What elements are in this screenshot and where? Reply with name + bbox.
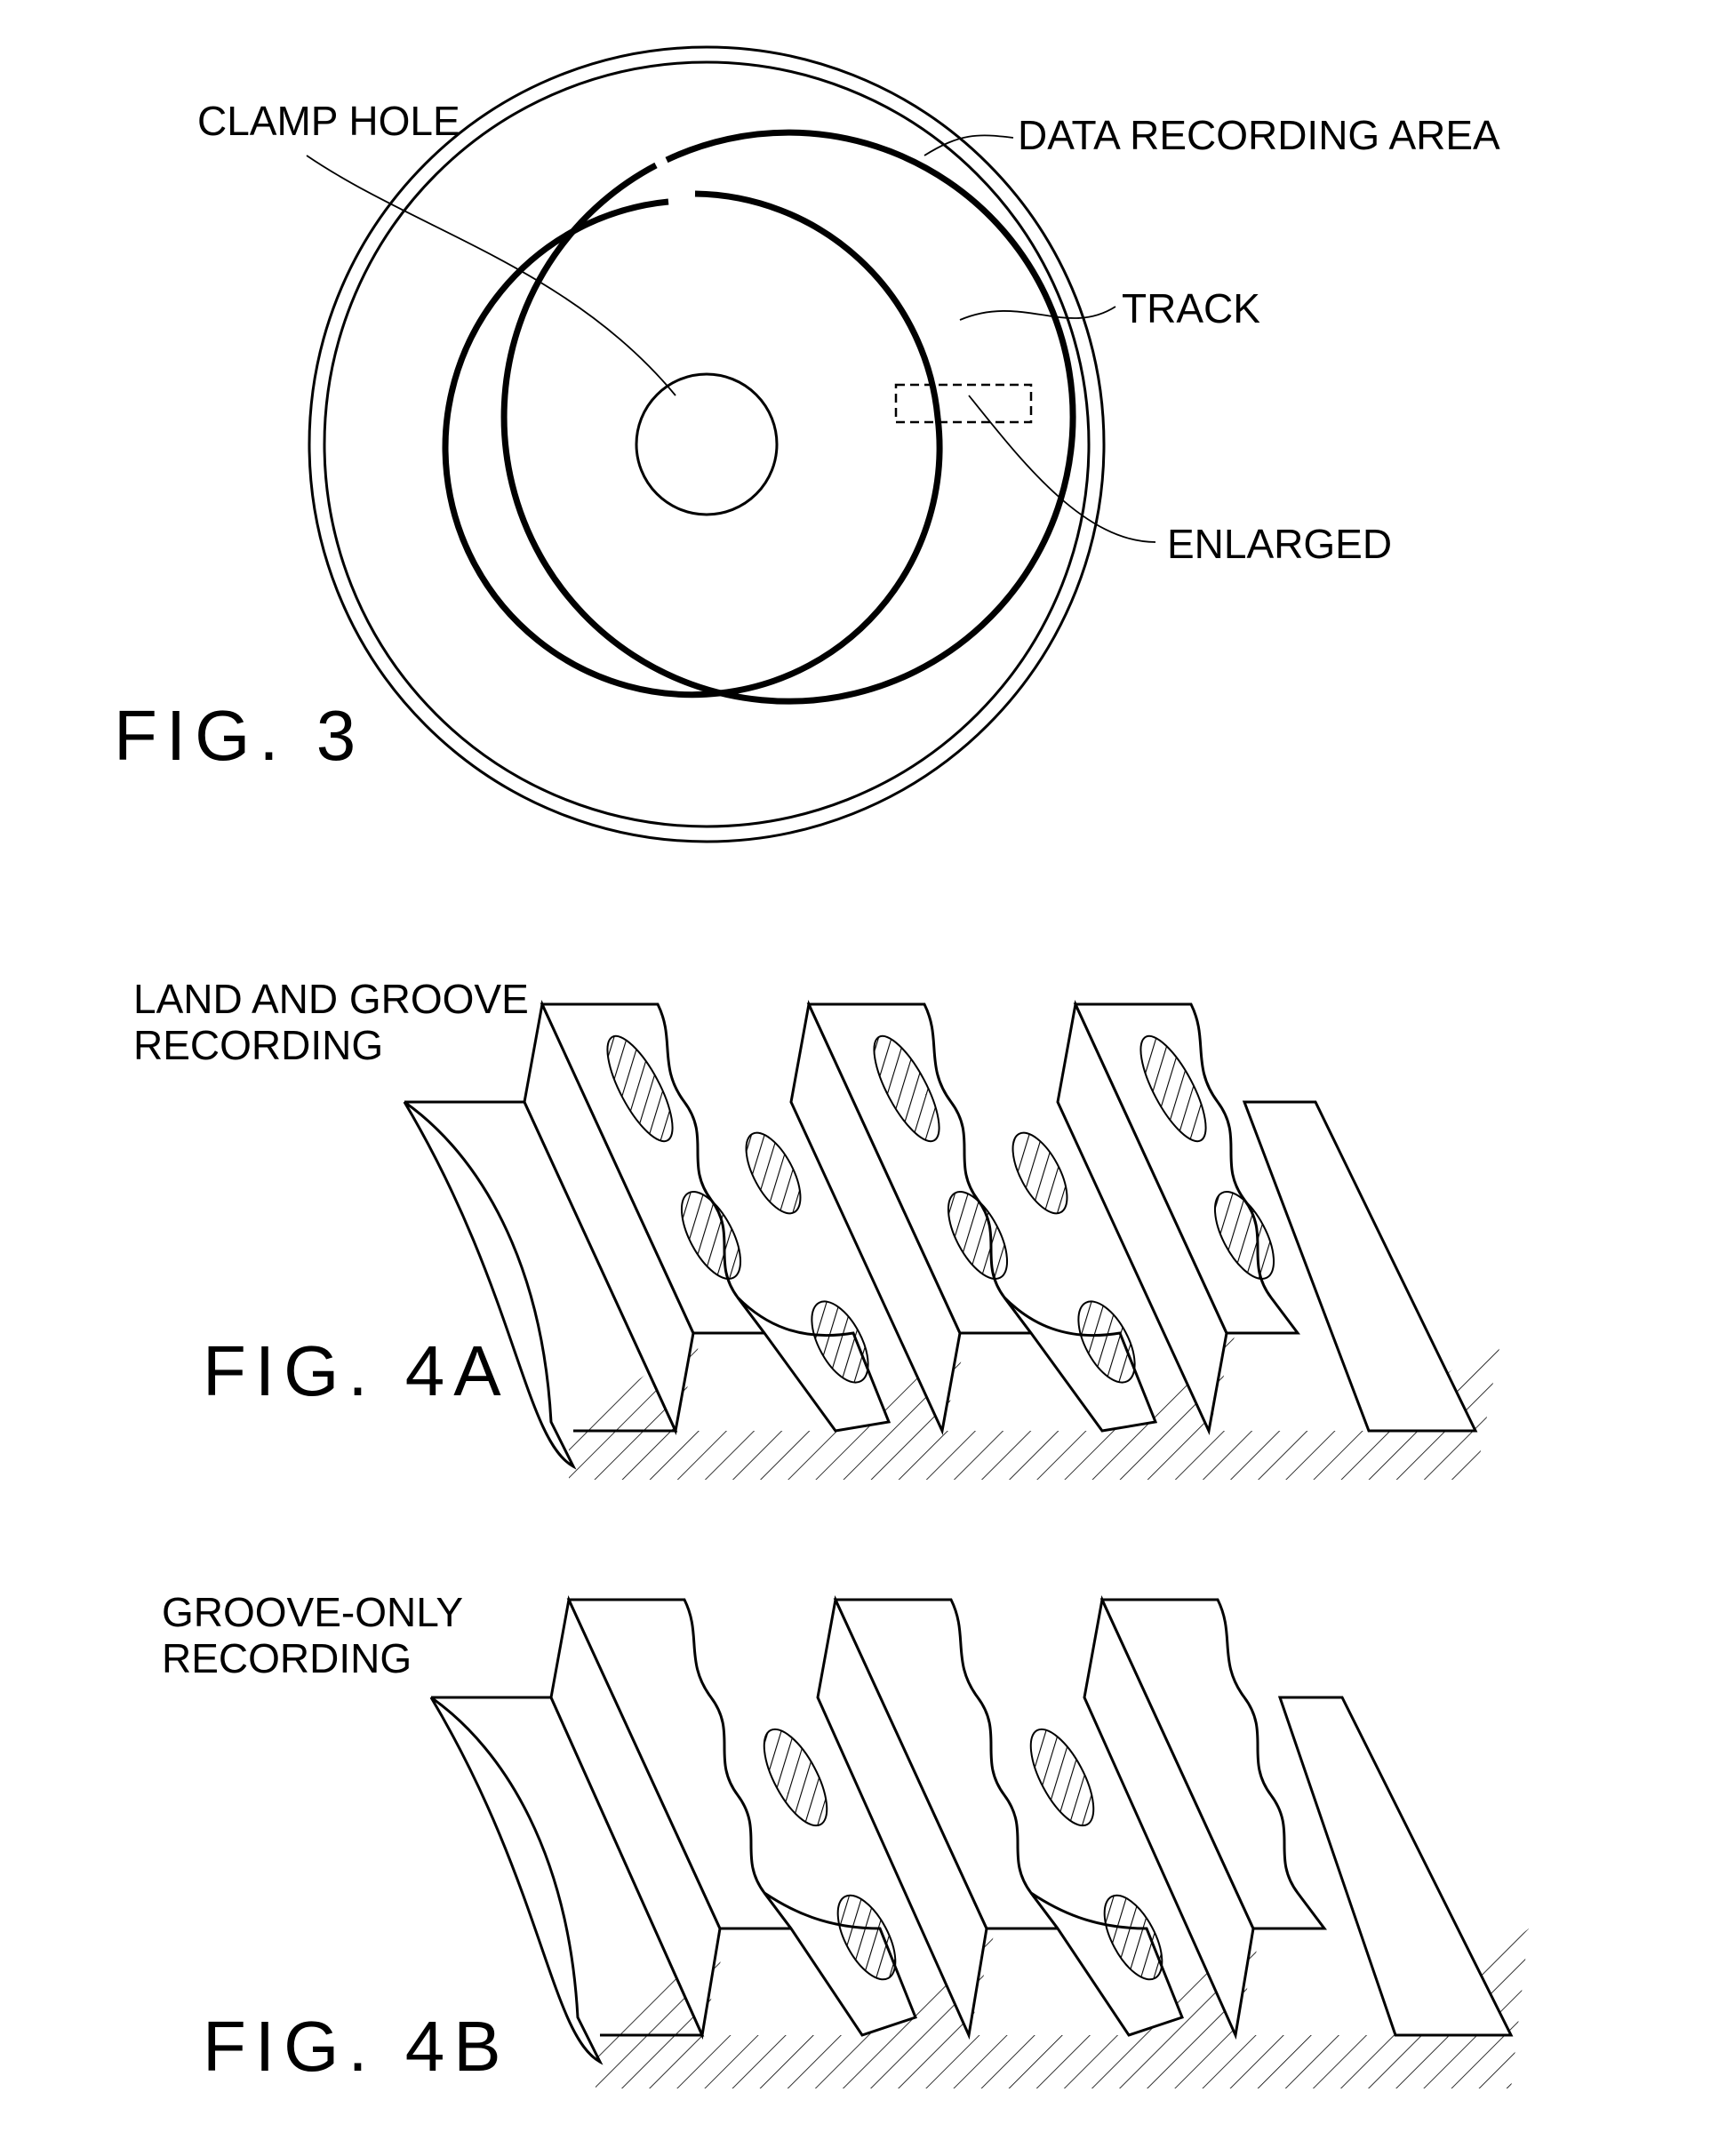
- disc-outer-edge: [308, 45, 1106, 843]
- fig4b-land-3: [1083, 1595, 1327, 2040]
- enlarged-region-box: [894, 383, 1033, 424]
- data-recording-area-label: DATA RECORDING AREA: [1018, 112, 1500, 158]
- data-area-leader: [923, 134, 1014, 156]
- enlarged-label: ENLARGED: [1167, 521, 1392, 567]
- enlarged-leader: [968, 395, 1156, 543]
- fig4b-substrate-hatch: [596, 1928, 1529, 2088]
- fig3-disc-diagram: CLAMP HOLE DATA RECORDING AREA TRACK ENL…: [114, 45, 1500, 843]
- clamp-hole-label: CLAMP HOLE: [197, 98, 460, 144]
- track-leader: [959, 306, 1116, 321]
- track-label: TRACK: [1122, 285, 1260, 331]
- fig4a-right-flat: [1242, 1100, 1478, 1433]
- clamp-hole-leader: [306, 155, 676, 396]
- fig4b-caption-line1: GROOVE-ONLY: [162, 1589, 463, 1635]
- fig4a-land-3: [1056, 1000, 1300, 1435]
- fig4a-land-1: [523, 1000, 891, 1435]
- fig4b-groove-only-diagram: GROOVE-ONLY RECORDING FIG. 4B: [162, 1589, 1529, 2088]
- fig4b-right-flat: [1277, 1696, 1514, 2037]
- fig4b-left-edge: [429, 1696, 604, 2065]
- track-spiral-outer: [500, 129, 1076, 705]
- fig4a-land-groove-diagram: LAND AND GROOVE RECORDING: [133, 976, 1502, 1480]
- clamp-hole: [635, 372, 779, 516]
- fig4b-caption-line2: RECORDING: [162, 1635, 412, 1681]
- fig4a-left-edge: [403, 1100, 577, 1470]
- fig4b-title: FIG. 4B: [203, 2007, 510, 2086]
- fig4a-caption-line1: LAND AND GROOVE: [133, 976, 529, 1022]
- disc-inner-edge: [323, 60, 1091, 828]
- fig4b-land-2: [816, 1595, 1184, 2040]
- fig4a-land-2: [789, 1000, 1158, 1435]
- fig4a-substrate-hatch: [569, 1333, 1502, 1480]
- fig4b-land-1: [549, 1595, 917, 2040]
- fig4a-caption-line2: RECORDING: [133, 1022, 383, 1068]
- fig3-title: FIG. 3: [114, 696, 364, 775]
- track-spiral-inner: [442, 190, 943, 699]
- fig4a-title: FIG. 4A: [203, 1331, 510, 1410]
